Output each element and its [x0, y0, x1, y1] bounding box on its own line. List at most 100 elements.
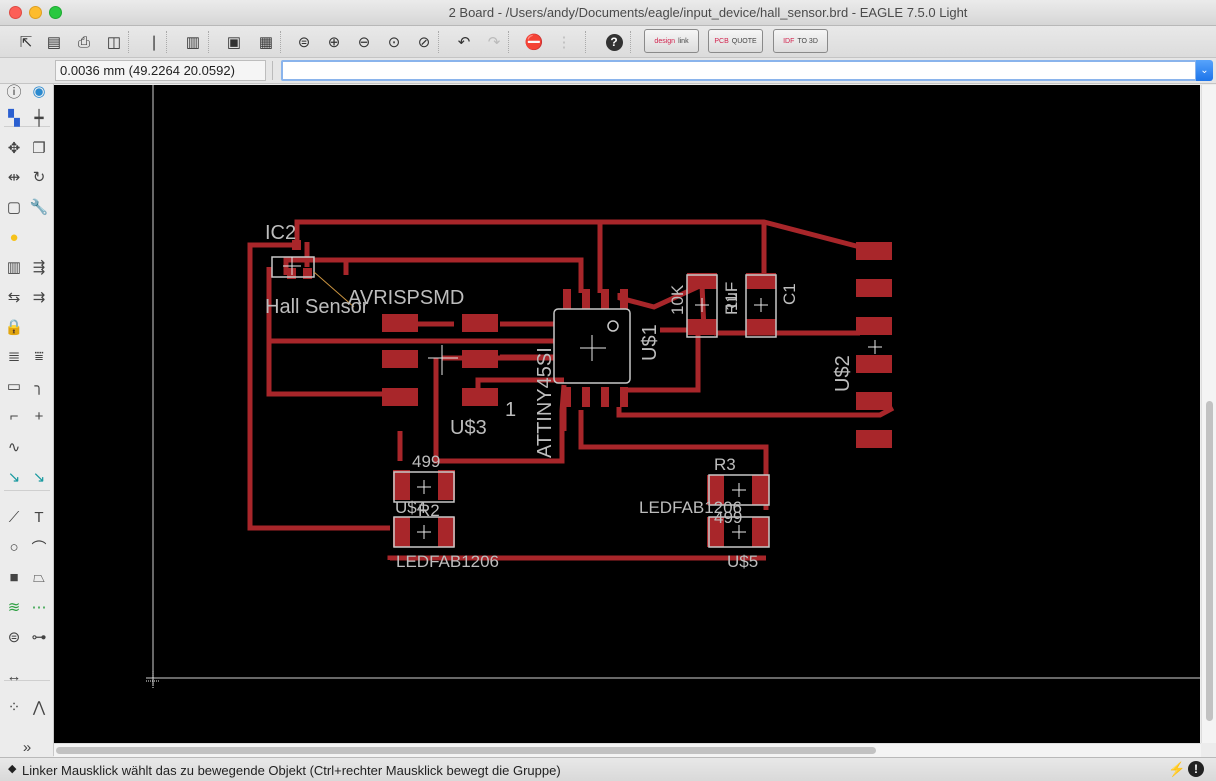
board-switch-button[interactable]: ▦: [254, 30, 278, 54]
led1-outline: [393, 516, 455, 548]
undo-icon: ↶: [457, 34, 471, 51]
open-button[interactable]: ⇱: [14, 30, 38, 54]
mark-tool[interactable]: ┿: [28, 107, 50, 129]
redo-button[interactable]: ↷: [482, 30, 506, 54]
lock-tool[interactable]: 🔒: [3, 316, 25, 338]
go-icon: ⋮: [556, 34, 572, 51]
name-tool[interactable]: ≣: [3, 345, 25, 367]
stop-command-icon[interactable]: !: [1188, 761, 1204, 777]
zoom-redraw-button[interactable]: ⊙: [382, 30, 406, 54]
origin-cross: [283, 257, 301, 275]
wire-tool[interactable]: ⟋: [3, 506, 25, 528]
stop-button[interactable]: ⛔: [522, 30, 546, 54]
change-tool[interactable]: 🔧: [28, 196, 50, 218]
split-tool[interactable]: ⌐: [3, 405, 25, 427]
script-button[interactable]: ❘: [142, 30, 166, 54]
add-tool[interactable]: ⇶: [28, 256, 50, 278]
more-tool[interactable]: »: [16, 736, 38, 758]
smash-tool[interactable]: ▭: [3, 375, 25, 397]
go-button[interactable]: ⋮: [552, 30, 576, 54]
paste-tool[interactable]: ●: [3, 226, 25, 248]
text-tool[interactable]: T: [28, 506, 50, 528]
circle-tool[interactable]: ○: [3, 536, 25, 558]
minimize-window-button[interactable]: [29, 6, 42, 19]
zoom-select-button[interactable]: ⊘: [412, 30, 436, 54]
value-icon: ⩸: [34, 347, 44, 365]
horizontal-scrollbar[interactable]: [54, 743, 1201, 757]
origin-cross: [754, 298, 768, 312]
rect-tool[interactable]: ■: [3, 566, 25, 588]
save-button[interactable]: ▤: [42, 30, 66, 54]
toolbar-separator: [4, 680, 50, 681]
value-tool[interactable]: ⩸: [28, 345, 50, 367]
pad: [438, 517, 455, 547]
optimize-tool[interactable]: ⇉: [28, 286, 50, 308]
drc-tool[interactable]: ⁘: [3, 696, 25, 718]
attribute-tool[interactable]: ⊶: [28, 626, 50, 648]
move-tool[interactable]: ✥: [3, 137, 25, 159]
ratsnest-tool[interactable]: ≋: [3, 596, 25, 618]
auto-tool[interactable]: ⋯: [28, 596, 50, 618]
command-history-dropdown[interactable]: ⌄: [1196, 60, 1213, 81]
label-us2: U$2: [832, 355, 854, 392]
origin-cross: [580, 335, 606, 361]
zoom-fit-button[interactable]: ⊜: [292, 30, 316, 54]
zoom-in-button[interactable]: ⊕: [322, 30, 346, 54]
schematic-switch-icon: ▣: [226, 34, 242, 51]
display-layers-tool[interactable]: ▚: [3, 107, 25, 129]
dimension-tool[interactable]: ↔: [3, 665, 25, 687]
optimize-icon: ⇉: [32, 289, 46, 306]
hole-tool[interactable]: ⊜: [3, 626, 25, 648]
origin-crosses: [283, 257, 882, 539]
board-canvas[interactable]: IC2 Hall Sensor AVRISPSMD U$3 1 ATTINY45…: [54, 85, 1200, 743]
vertical-scroll-thumb[interactable]: [1206, 401, 1213, 721]
coordinate-display: 0.0036 mm (49.2264 20.0592): [55, 60, 266, 81]
group-tool[interactable]: ▢: [3, 196, 25, 218]
info-tool[interactable]: ⓘ: [3, 80, 25, 102]
close-window-button[interactable]: [9, 6, 22, 19]
meander-tool[interactable]: ∿: [3, 436, 25, 458]
show-icon: ◉: [32, 83, 46, 100]
miter-tool[interactable]: ╮: [28, 375, 50, 397]
pad: [687, 273, 717, 289]
print-button[interactable]: ⎙: [72, 30, 96, 54]
pads: [287, 240, 892, 547]
schematic-switch-button[interactable]: ▣: [222, 30, 246, 54]
arc-tool[interactable]: ⌒: [28, 536, 50, 558]
miter-icon: ╮: [34, 378, 44, 395]
copy-tool[interactable]: ❐: [28, 137, 50, 159]
ripup-tool[interactable]: ↘: [28, 466, 50, 488]
cam-processor-button[interactable]: ◫: [102, 30, 126, 54]
trace: [387, 555, 766, 561]
route-tool[interactable]: ↘: [3, 466, 25, 488]
r3-outline: [708, 474, 770, 506]
lightning-icon[interactable]: ⚡: [1168, 761, 1186, 777]
pad: [752, 475, 769, 505]
pad: [856, 279, 892, 297]
show-tool[interactable]: ◉: [28, 80, 50, 102]
c1-outline: [745, 274, 777, 338]
vertical-scrollbar[interactable]: [1201, 85, 1216, 743]
maximize-window-button[interactable]: [49, 6, 62, 19]
polygon-tool[interactable]: ⏢: [28, 566, 50, 588]
status-text: Linker Mausklick wählt das zu bewegende …: [22, 763, 561, 778]
label-avrispsmd: AVRISPSMD: [348, 287, 464, 309]
board-drawing[interactable]: IC2 Hall Sensor AVRISPSMD U$3 1 ATTINY45…: [54, 85, 1200, 743]
ulp-button[interactable]: ▥: [181, 30, 205, 54]
rotate-tool[interactable]: ↻: [28, 166, 50, 188]
lock-icon: 🔒: [4, 319, 24, 336]
command-input[interactable]: [281, 60, 1197, 81]
horizontal-scroll-thumb[interactable]: [56, 747, 876, 754]
via-tool[interactable]: +: [28, 405, 50, 427]
mirror-tool[interactable]: ⇹: [3, 166, 25, 188]
errors-tool[interactable]: ⋀: [28, 696, 50, 718]
zoom-out-button[interactable]: ⊖: [352, 30, 376, 54]
undo-button[interactable]: ↶: [452, 30, 476, 54]
help-button[interactable]: ?: [602, 30, 626, 54]
delete-tool[interactable]: ▥: [3, 256, 25, 278]
replace-tool[interactable]: ⇆: [3, 286, 25, 308]
toolbar-separator: [585, 31, 586, 53]
